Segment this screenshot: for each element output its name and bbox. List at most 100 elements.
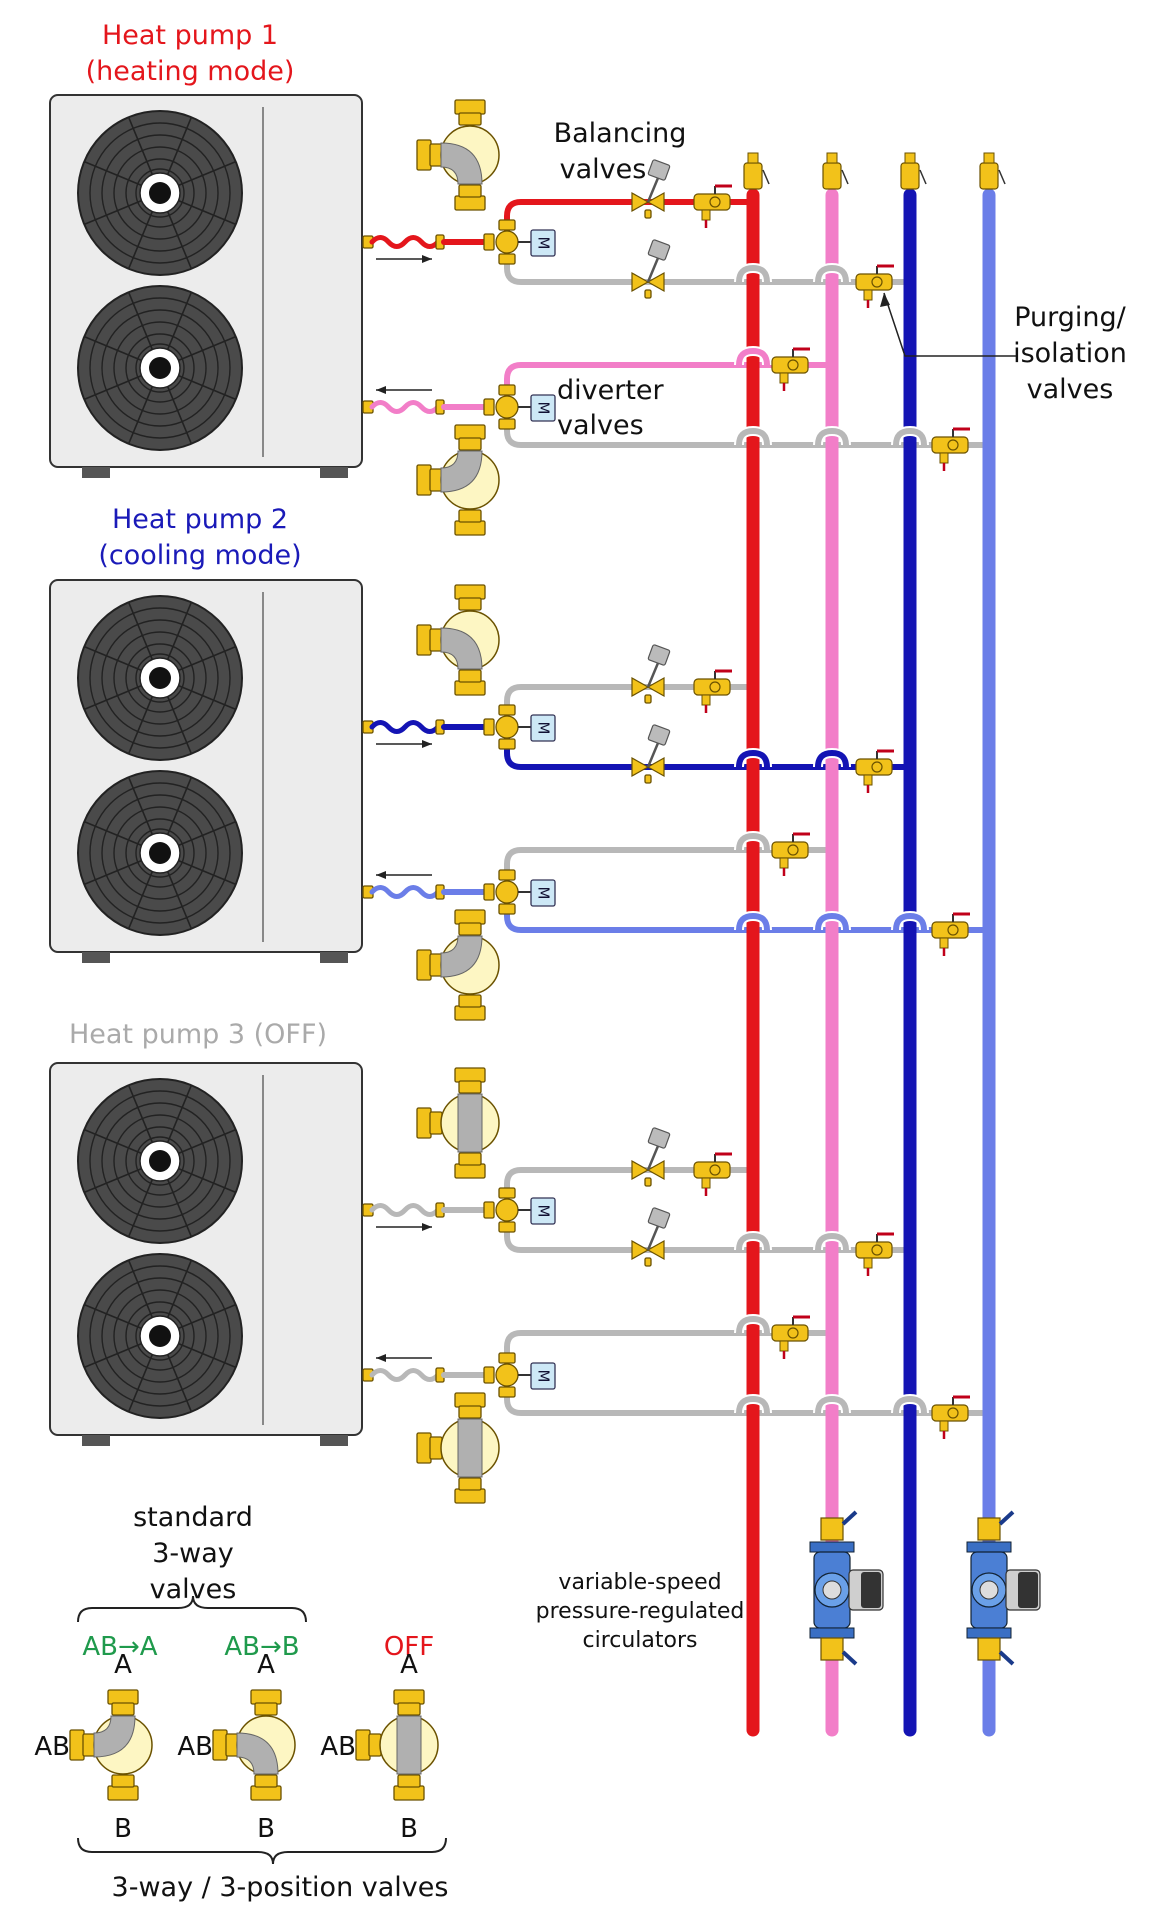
fan-spoke bbox=[166, 776, 193, 835]
circ-lower-valve bbox=[820, 1637, 844, 1661]
fan-spoke bbox=[127, 776, 154, 835]
purging-valves-arrowhead bbox=[880, 293, 890, 307]
fan-spoke bbox=[178, 859, 237, 886]
fan-ring bbox=[101, 1102, 219, 1220]
vent-body bbox=[743, 162, 763, 190]
fan-ring bbox=[125, 158, 195, 228]
circ-lower-valve bbox=[977, 1637, 1001, 1661]
fan-ring bbox=[101, 134, 219, 252]
three-way-valve bbox=[355, 1689, 439, 1801]
pv-drain bbox=[863, 289, 873, 301]
crossover-arc bbox=[736, 264, 770, 285]
circulator bbox=[966, 1510, 1041, 1666]
vent-cap bbox=[826, 152, 838, 164]
purge-valve bbox=[771, 1315, 810, 1359]
legend-bottom-brace bbox=[77, 1837, 447, 1865]
motor-label: M bbox=[535, 722, 553, 735]
diverter-side-port bbox=[483, 883, 495, 901]
legend-top-brace bbox=[77, 1595, 307, 1623]
port-ab-neck bbox=[82, 1733, 96, 1757]
balancing-valves-line2: valves bbox=[560, 154, 647, 185]
port-b-neck bbox=[458, 184, 482, 198]
port-b-nut bbox=[454, 520, 486, 536]
purge-valve bbox=[931, 912, 970, 956]
port-b-nut bbox=[454, 1163, 486, 1179]
crossover-arc bbox=[815, 264, 849, 285]
bv-body-right bbox=[646, 756, 665, 778]
port-a-neck bbox=[458, 437, 482, 451]
valve-legend: standard 3-way valves AB→A AB→B OFF ABAB… bbox=[34, 1502, 448, 1903]
valve-flow-path bbox=[457, 1093, 483, 1153]
fan-spoke bbox=[178, 374, 237, 401]
purge-valve bbox=[693, 1152, 732, 1196]
header-vent bbox=[743, 152, 770, 190]
supply-flex-hose bbox=[369, 720, 441, 734]
port-ab-neck bbox=[429, 628, 443, 652]
fan-spoke bbox=[127, 1354, 154, 1413]
legend-pos2-label: AB→B bbox=[224, 1632, 299, 1662]
fan-ring bbox=[89, 782, 231, 924]
crossover-arc bbox=[893, 912, 927, 933]
motor-actuator bbox=[530, 394, 556, 422]
pv-drain bbox=[939, 937, 949, 949]
balancing-valve bbox=[631, 159, 671, 219]
heat-pump-2-title: Heat pump 2 (cooling mode) bbox=[98, 504, 301, 571]
fan-spoke bbox=[166, 696, 193, 755]
port-a-nut bbox=[454, 584, 486, 600]
circ-lower-flange bbox=[966, 1627, 1012, 1639]
fan-ring bbox=[125, 333, 195, 403]
diverter-side-port bbox=[483, 398, 495, 416]
fan bbox=[77, 110, 243, 276]
port-ab-neck bbox=[429, 1111, 443, 1135]
fan-spoke bbox=[83, 645, 142, 672]
port-ab-neck bbox=[429, 143, 443, 167]
bv-stem bbox=[646, 662, 660, 688]
port-b-neck bbox=[458, 1152, 482, 1166]
pv-drain bbox=[863, 1257, 873, 1269]
fan-ring bbox=[135, 828, 185, 878]
fan-spoke bbox=[178, 1128, 237, 1155]
pv-body bbox=[855, 1241, 893, 1259]
port-a-neck bbox=[458, 597, 482, 611]
pv-body bbox=[693, 1161, 731, 1179]
diverter-bottom-port bbox=[498, 738, 516, 750]
heat-pump-units bbox=[49, 94, 363, 1446]
port-ab-neck bbox=[429, 953, 443, 977]
legend-port-a: A bbox=[400, 1650, 418, 1680]
bv-body-left bbox=[631, 271, 650, 293]
bv-stem bbox=[646, 1145, 660, 1171]
crossover-arc bbox=[736, 427, 770, 448]
port-ab-neck bbox=[429, 1436, 443, 1460]
fan-ring bbox=[113, 806, 207, 900]
motor-actuator bbox=[530, 714, 556, 742]
fan-spoke bbox=[83, 859, 142, 886]
flow-arrow-head bbox=[422, 1223, 432, 1231]
circ-lower-handle bbox=[841, 1650, 858, 1666]
valve-flow-path bbox=[440, 450, 483, 493]
heat-pump-1-name: Heat pump 1 bbox=[102, 20, 278, 51]
motor-label: M bbox=[535, 1205, 553, 1218]
fan-spoke bbox=[178, 1167, 237, 1194]
fan-spoke bbox=[178, 1342, 237, 1369]
supply-to-cold-branch bbox=[504, 239, 913, 285]
motor-label: M bbox=[535, 402, 553, 415]
port-ab-nut bbox=[416, 949, 432, 981]
fan-spoke bbox=[166, 211, 193, 270]
diverter-body bbox=[495, 1198, 519, 1222]
bv-handwheel bbox=[647, 159, 671, 181]
pv-drain bbox=[939, 452, 949, 464]
three-way-valve bbox=[69, 1689, 153, 1801]
purging-valves-line1: Purging/ bbox=[1014, 302, 1126, 333]
fan-ring bbox=[101, 1277, 219, 1395]
heat-pump-1-title: Heat pump 1 (heating mode) bbox=[86, 20, 295, 87]
bv-body-right bbox=[646, 271, 665, 293]
port-b-neck bbox=[458, 1477, 482, 1491]
bv-port bbox=[644, 209, 652, 219]
fan-ring bbox=[125, 1126, 195, 1196]
diverter-top-port bbox=[498, 1352, 516, 1364]
fan-spoke bbox=[83, 335, 142, 362]
port-a-nut bbox=[454, 99, 486, 115]
fan-spoke bbox=[178, 199, 237, 226]
